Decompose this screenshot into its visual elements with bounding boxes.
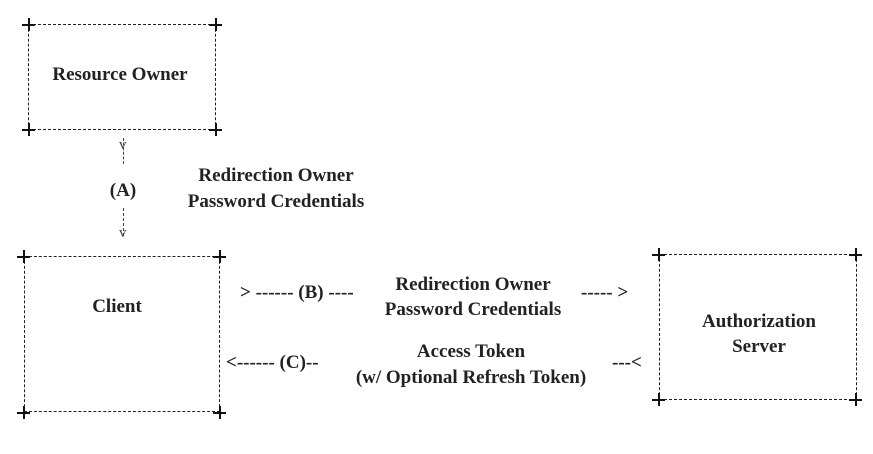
- flow-b-text-line1: Redirection Owner: [395, 274, 551, 295]
- flow-a-connector-top: [123, 138, 124, 164]
- corner-marker: [22, 18, 35, 31]
- flow-c-right-arrow: ---<: [612, 352, 642, 373]
- flow-b-text-line2: Password Credentials: [384, 299, 562, 320]
- corner-marker: [849, 248, 862, 261]
- flow-c-text-line1: Access Token: [416, 341, 526, 362]
- resource-owner-box: [28, 24, 216, 130]
- corner-marker: [849, 393, 862, 406]
- corner-marker: [17, 250, 30, 263]
- client-box: [24, 256, 220, 412]
- corner-marker: [209, 123, 222, 136]
- corner-marker: [213, 406, 226, 419]
- client-label: Client: [92, 296, 142, 317]
- flow-a-arrow-bottom: v: [119, 225, 127, 241]
- corner-marker: [22, 123, 35, 136]
- flow-a-label: (A): [109, 180, 137, 201]
- flow-a-text-line2: Password Credentials: [187, 191, 365, 212]
- corner-marker: [209, 18, 222, 31]
- flow-a-text-line1: Redirection Owner: [198, 165, 354, 186]
- flow-b-right-arrow: ----- >: [581, 282, 629, 303]
- authorization-server-label-line2: Server: [732, 336, 786, 357]
- flow-c-text-line2: (w/ Optional Refresh Token): [355, 367, 587, 388]
- resource-owner-label: Resource Owner: [52, 64, 188, 85]
- flow-b-left-arrow: > ------ (B) ----: [240, 282, 354, 303]
- corner-marker: [652, 248, 665, 261]
- flow-a-arrow-top: v: [119, 137, 127, 153]
- flow-c-left-arrow: <------ (C)--: [226, 352, 319, 373]
- flow-a-connector-bottom: [123, 208, 124, 236]
- corner-marker: [213, 250, 226, 263]
- corner-marker: [652, 393, 665, 406]
- authorization-server-label-line1: Authorization: [702, 311, 816, 332]
- authorization-server-box: [659, 254, 857, 400]
- corner-marker: [17, 406, 30, 419]
